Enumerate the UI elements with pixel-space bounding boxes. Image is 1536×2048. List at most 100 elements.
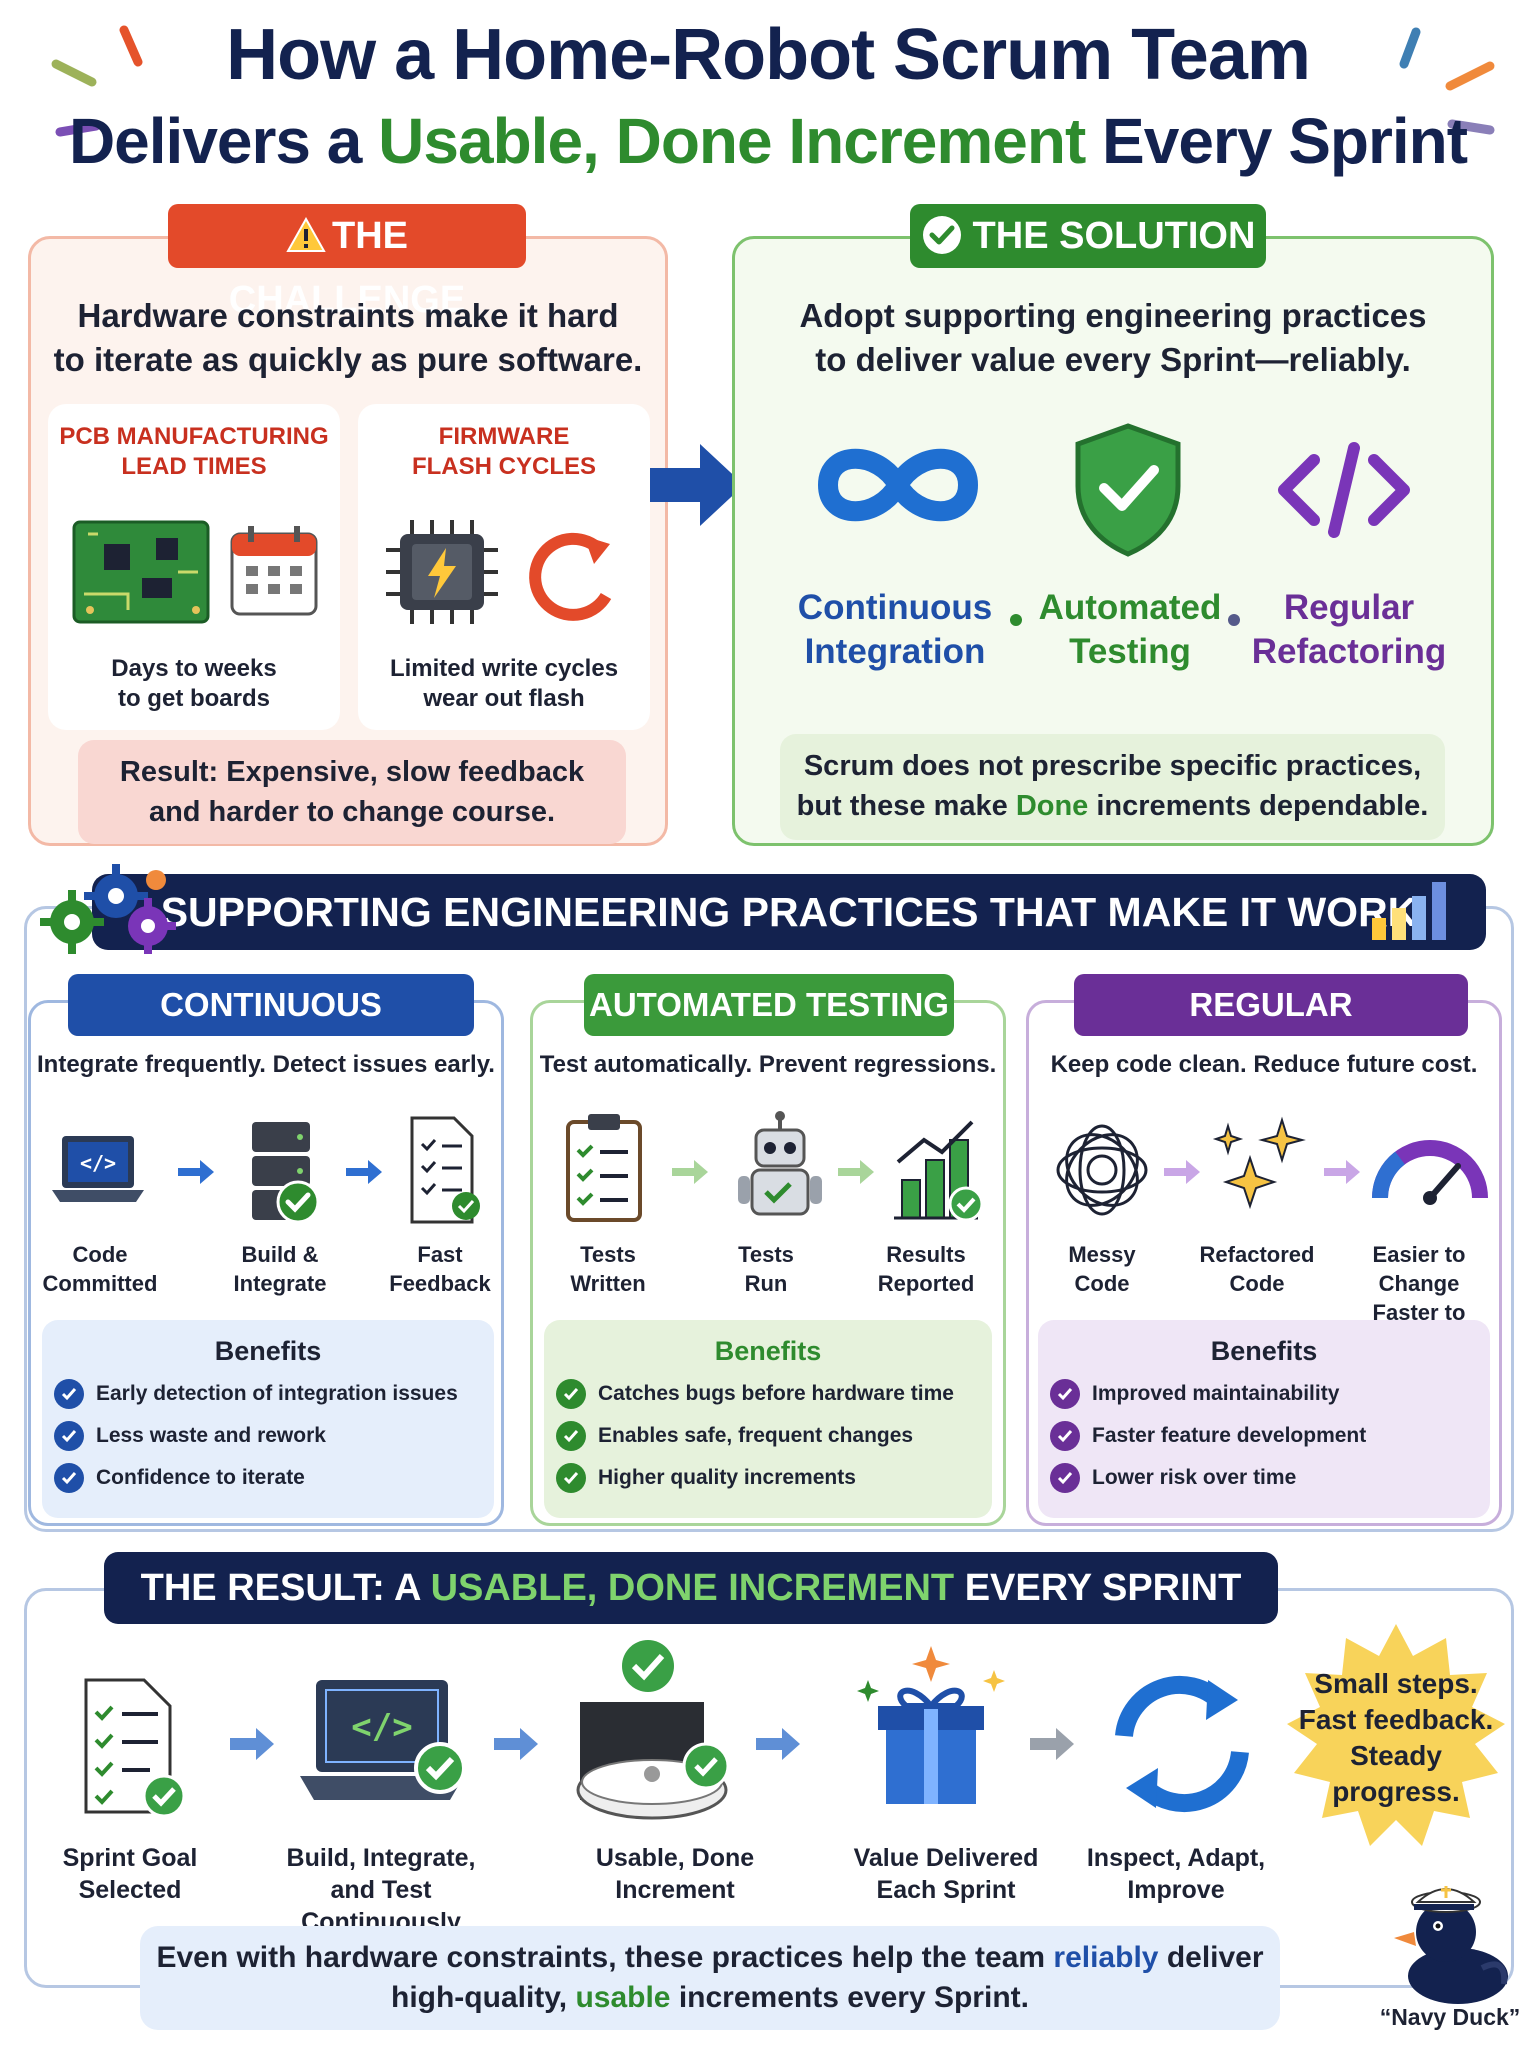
rr-benefits: Benefits Improved maintainability Faster…	[1038, 1320, 1490, 1518]
result-banner-part: EVERY SPRINT	[964, 1567, 1242, 1609]
server-check-icon	[252, 1122, 320, 1224]
rr-benefits-title: Benefits	[1210, 1336, 1318, 1366]
starburst-badge	[1287, 1624, 1505, 1846]
practices-banner-label: SUPPORTING ENGINEERING PRACTICES THAT MA…	[160, 889, 1418, 935]
result-flow: </>	[84, 1640, 1249, 1820]
shield-check-icon	[1075, 423, 1181, 557]
check-icon	[54, 1379, 84, 1409]
svg-text:</>: </>	[80, 1151, 116, 1175]
benefit-item: Early detection of integration issues	[54, 1373, 494, 1415]
warning-icon	[286, 216, 326, 252]
ci-tag: CONTINUOUS INTEGRATION	[68, 974, 474, 1085]
rr-tag: REGULAR REFACTORING	[1074, 974, 1468, 1085]
arrow-icon	[1030, 1728, 1074, 1760]
code-brackets-icon	[1278, 442, 1410, 538]
ci-flow: </>	[52, 1116, 480, 1224]
firmware-label: FIRMWARE FLASH CYCLES	[411, 423, 596, 480]
rr-subtitle: Keep code clean. Reduce future cost.	[1050, 1051, 1478, 1078]
result-banner-highlight: USABLE, DONE INCREMENT	[430, 1567, 955, 1609]
laptop-code-check-icon: </>	[300, 1680, 466, 1800]
arrow-icon	[1324, 1160, 1360, 1184]
solution-heading: Adopt supporting engineering practices t…	[799, 297, 1427, 378]
gift-icon	[857, 1646, 1005, 1804]
solution-tag-label: THE SOLUTION	[972, 215, 1256, 257]
pcb-board-icon	[72, 520, 318, 624]
arrow-icon	[1164, 1160, 1200, 1184]
check-icon	[556, 1421, 586, 1451]
at-subtitle: Test automatically. Prevent regressions.	[539, 1051, 997, 1078]
benefit-item: Lower risk over time	[1050, 1457, 1490, 1499]
navy-duck-icon	[1394, 1886, 1508, 2004]
challenge-tag-label: THE CHALLENGE	[228, 215, 466, 321]
starburst-text: Small steps. Fast feedback. Steady progr…	[1298, 1668, 1494, 1807]
calendar-icon	[230, 526, 318, 616]
check-circle-icon	[922, 216, 961, 254]
challenge-heading: Hardware constraints make it hard to ite…	[48, 294, 648, 382]
confetti-left	[51, 25, 143, 137]
subtitle-highlight: Usable, Done Increment	[378, 105, 1086, 177]
robot-icon	[738, 1111, 822, 1216]
ci-benefits: Benefits Early detection of integration …	[42, 1320, 494, 1518]
challenge-tag: THE CHALLENGE	[168, 204, 526, 321]
ci-benefits-title: Benefits	[214, 1336, 322, 1366]
check-icon	[1050, 1463, 1080, 1493]
benefit-item: Less waste and rework	[54, 1415, 494, 1457]
gauge-icon	[1372, 1140, 1488, 1205]
gears-icon	[40, 864, 176, 954]
chip-flash-icon	[386, 520, 612, 624]
refresh-icon	[529, 532, 612, 621]
svg-text:</>: </>	[351, 1707, 412, 1747]
checklist-doc-icon	[410, 1116, 480, 1224]
subtitle-part: Delivers a	[68, 105, 362, 177]
infinity-icon	[817, 448, 979, 522]
benefit-item: Faster feature development	[1050, 1415, 1490, 1457]
confetti-right	[1399, 27, 1495, 135]
page-subtitle: Delivers a Usable, Done Increment Every …	[0, 104, 1536, 178]
check-icon	[54, 1421, 84, 1451]
pcb-label: PCB MANUFACTURING LEAD TIMES	[59, 423, 329, 480]
benefit-item: Catches bugs before hardware time	[556, 1373, 992, 1415]
robot-vacuum-icon	[576, 1640, 730, 1820]
challenge-result: Result: Expensive, slow feedback and har…	[78, 740, 626, 844]
sparkles-icon	[1212, 1116, 1306, 1210]
practices-banner: SUPPORTING ENGINEERING PRACTICES THAT MA…	[92, 874, 1486, 950]
clipboard-icon	[566, 1114, 642, 1222]
check-icon	[556, 1379, 586, 1409]
arrow-icon	[672, 1160, 708, 1184]
result-step-5: Inspect, Adapt,Improve	[1086, 1844, 1266, 1904]
arrow-icon	[494, 1728, 538, 1760]
check-icon	[1050, 1421, 1080, 1451]
bar-chart-icon	[1372, 882, 1446, 940]
check-icon	[54, 1463, 84, 1493]
solution-note: Scrum does not prescribe specific practi…	[780, 734, 1445, 840]
arrow-right-icon	[650, 444, 744, 526]
pcb-card: PCB MANUFACTURING LEAD TIMES Days to wee…	[48, 404, 340, 730]
at-benefits-title: Benefits	[714, 1336, 822, 1366]
sprint-goal-checklist-icon	[84, 1678, 186, 1818]
separator-dot	[1010, 614, 1022, 626]
at-flow	[566, 1111, 984, 1222]
benefit-item: Improved maintainability	[1050, 1373, 1490, 1415]
benefit-item: Higher quality increments	[556, 1457, 992, 1499]
benefit-item: Enables safe, frequent changes	[556, 1415, 992, 1457]
firmware-card: FIRMWARE FLASH CYCLES Limited write cycl…	[358, 404, 650, 730]
arrow-icon	[838, 1160, 874, 1184]
at-benefits: Benefits Catches bugs before hardware ti…	[544, 1320, 992, 1518]
solution-tag: THE SOLUTION	[910, 204, 1266, 268]
final-statement: Even with hardware constraints, these pr…	[140, 1926, 1280, 2030]
arrow-icon	[346, 1160, 382, 1184]
challenge-heading-line: Hardware constraints make it hard	[77, 297, 619, 334]
arrow-icon	[756, 1728, 800, 1760]
pcb-caption: Days to weeks to get boards	[111, 655, 277, 712]
